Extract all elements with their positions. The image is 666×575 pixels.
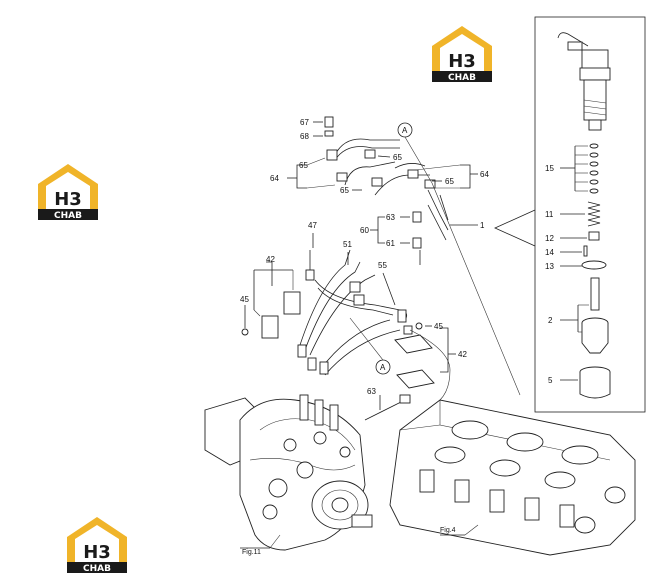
spring-seat <box>560 231 600 241</box>
injector-detail-box <box>494 16 646 413</box>
label-65-d: 65 <box>445 177 454 186</box>
label-1: 1 <box>480 221 485 230</box>
label-14: 14 <box>545 248 554 257</box>
nozzle-holder <box>557 32 611 131</box>
label-45-left: 45 <box>240 295 249 304</box>
spring <box>560 201 601 227</box>
label-65-b: 65 <box>393 153 402 162</box>
return-hose <box>364 394 411 421</box>
nozzle <box>560 277 609 354</box>
label-65-c: 65 <box>340 186 349 195</box>
label-67: 67 <box>300 118 309 127</box>
return-pipes <box>287 116 521 396</box>
label-5: 5 <box>548 376 553 385</box>
label-47: 47 <box>308 221 317 230</box>
label-15: 15 <box>545 164 554 173</box>
label-51: 51 <box>343 240 352 249</box>
injection-pump <box>204 394 373 551</box>
injection-pipes <box>297 233 451 401</box>
label-12: 12 <box>545 234 554 243</box>
label-61: 61 <box>386 239 395 248</box>
clamp-right <box>394 322 456 389</box>
label-64-left: 64 <box>270 174 279 183</box>
label-A-top: A <box>402 126 408 135</box>
logo-left-chab: CHAB <box>54 211 82 221</box>
label-13: 13 <box>545 262 554 271</box>
label-2: 2 <box>548 316 553 325</box>
retaining-nut <box>560 366 611 399</box>
label-A-bottom: A <box>380 363 386 372</box>
label-65-a: 65 <box>299 161 308 170</box>
distance-piece <box>560 260 607 270</box>
shims <box>560 143 599 194</box>
label-68: 68 <box>300 132 309 141</box>
label-60: 60 <box>360 226 369 235</box>
logo-top-right: H3 CHAB <box>432 26 492 83</box>
cylinder-head <box>389 399 636 556</box>
label-fig11: Fig.11 <box>242 549 261 556</box>
clamp-left <box>241 261 301 339</box>
logo-top-right-chab: CHAB <box>448 73 476 83</box>
logo-left: H3 CHAB <box>38 164 98 221</box>
logo-top-right-h3: H3 <box>448 51 476 72</box>
label-64-right: 64 <box>480 170 489 179</box>
logo-bottom-left: H3 CHAB <box>67 517 127 574</box>
label-42-right: 42 <box>458 350 467 359</box>
labels: 67 68 64 65 65 65 65 64 A 63 60 61 1 47 … <box>240 118 554 556</box>
label-63-bottom: 63 <box>367 387 376 396</box>
label-42-left: 42 <box>266 255 275 264</box>
logo-left-h3: H3 <box>54 189 82 210</box>
label-45-right: 45 <box>434 322 443 331</box>
injector-assembly <box>370 204 478 265</box>
label-fig4: Fig.4 <box>440 527 456 534</box>
label-55: 55 <box>378 261 387 270</box>
pin <box>560 245 588 257</box>
logo-bottom-left-h3: H3 <box>83 542 111 563</box>
logo-bottom-left-chab: CHAB <box>83 564 111 574</box>
label-63-top: 63 <box>386 213 395 222</box>
label-11: 11 <box>545 210 554 219</box>
